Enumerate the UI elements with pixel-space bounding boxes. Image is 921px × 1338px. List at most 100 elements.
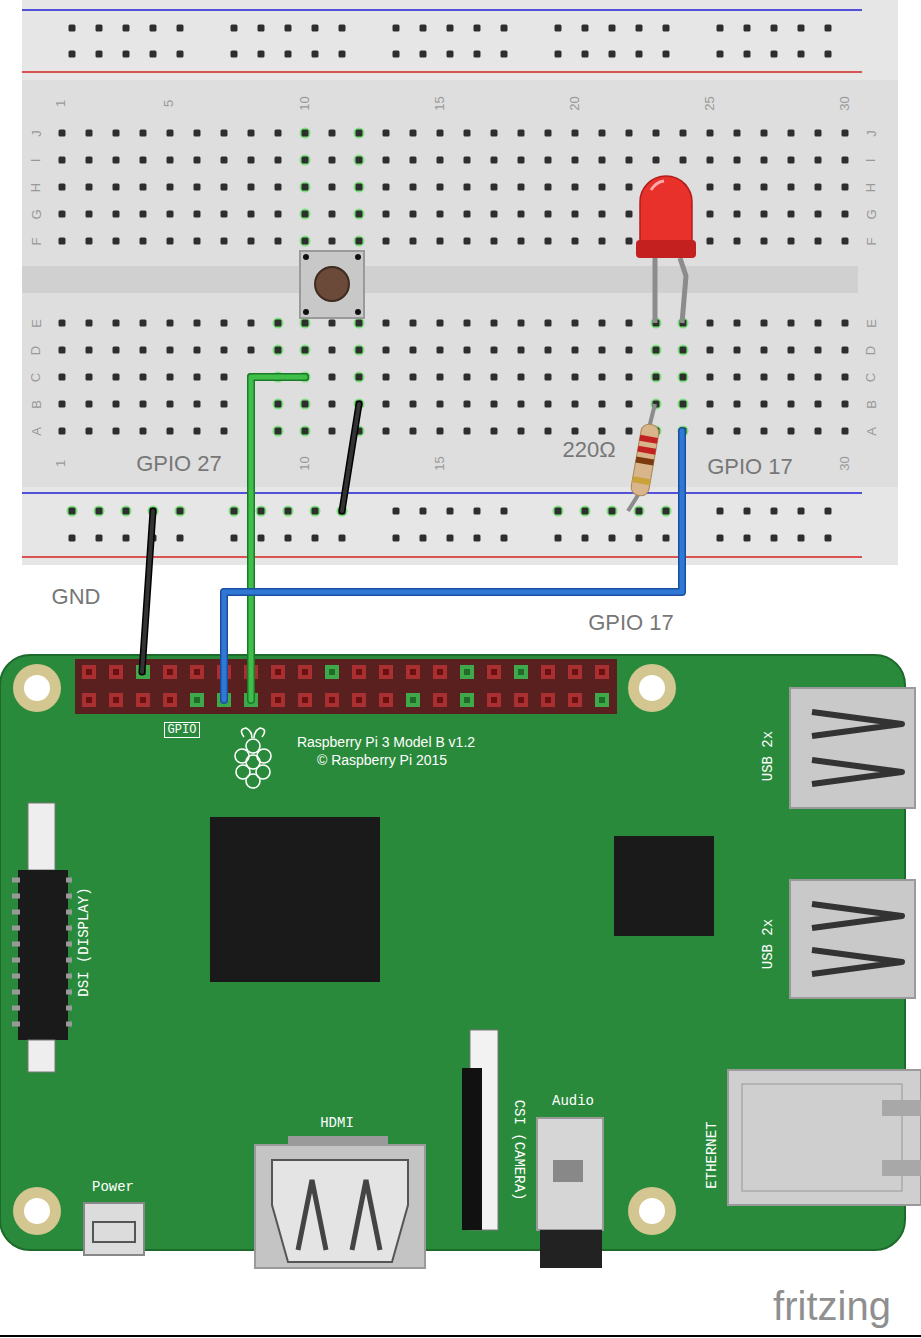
hole <box>177 51 184 58</box>
hole <box>59 184 66 191</box>
hole-highlight <box>607 506 618 517</box>
hole <box>140 157 147 164</box>
breadboard-hole <box>744 51 751 58</box>
breadboard-hole <box>113 184 120 191</box>
breadboard-hole <box>221 320 228 327</box>
breadboard-hole <box>300 399 311 410</box>
hole <box>815 130 822 137</box>
hole <box>518 428 525 435</box>
wire-outline <box>224 431 682 700</box>
breadboard-hole <box>734 428 741 435</box>
port-label: Audio <box>552 1093 594 1109</box>
breadboard-hole <box>383 157 390 164</box>
resistor-band <box>637 446 656 455</box>
breadboard-hole <box>651 372 662 383</box>
hole <box>275 130 282 137</box>
hole <box>788 320 795 327</box>
hole <box>312 535 319 542</box>
breadboard-hole <box>572 320 579 327</box>
breadboard-hole <box>113 157 120 164</box>
row-letter: F <box>30 237 45 245</box>
hole <box>572 401 579 408</box>
hole <box>582 535 589 542</box>
hole <box>86 157 93 164</box>
breadboard-hole <box>491 184 498 191</box>
hole <box>842 238 849 245</box>
breadboard-hole <box>707 320 714 327</box>
breadboard-hole <box>582 51 589 58</box>
breadboard-hole <box>572 374 579 381</box>
hole <box>447 25 454 32</box>
header-pin <box>82 693 96 707</box>
hole <box>410 347 417 354</box>
breadboard-hole <box>59 184 66 191</box>
pin-pad <box>595 693 609 707</box>
header-label: GPIO <box>164 722 201 738</box>
breadboard-hole <box>354 182 365 193</box>
pin-center <box>302 697 308 703</box>
breadboard-hole <box>194 320 201 327</box>
hole <box>599 320 606 327</box>
hole <box>842 320 849 327</box>
hole <box>707 211 714 218</box>
hole <box>815 347 822 354</box>
hole <box>663 508 670 515</box>
hole-highlight <box>553 506 564 517</box>
hole <box>302 184 309 191</box>
hole <box>248 184 255 191</box>
port-label: USB 2x <box>760 919 776 969</box>
hole <box>815 238 822 245</box>
hole <box>663 25 670 32</box>
breadboard-hole <box>410 374 417 381</box>
hole <box>150 25 157 32</box>
hole-highlight <box>300 236 311 247</box>
breadboard-hole <box>383 428 390 435</box>
column-number: 1 <box>55 99 70 106</box>
breadboard-hole <box>273 426 284 437</box>
hole <box>69 508 76 515</box>
hole-highlight <box>273 426 284 437</box>
hole <box>123 25 130 32</box>
hole <box>383 320 390 327</box>
power-housing <box>84 1203 144 1255</box>
mounting-hole <box>13 664 61 712</box>
hole <box>599 347 606 354</box>
hole <box>545 428 552 435</box>
breadboard-hole <box>229 506 240 517</box>
rail-line-blue <box>22 492 862 494</box>
hole <box>167 428 174 435</box>
breadboard-hole <box>221 374 228 381</box>
led-highlight <box>651 181 664 190</box>
breadboard-hole <box>113 130 120 137</box>
row-letter: B <box>865 400 880 409</box>
breadboard-hole <box>761 157 768 164</box>
breadboard-hole <box>167 347 174 354</box>
pin-pad <box>109 665 123 679</box>
hole <box>626 320 633 327</box>
column-number: 20 <box>568 96 583 110</box>
hole <box>167 157 174 164</box>
hole <box>761 211 768 218</box>
breadboard-hole <box>194 238 201 245</box>
hole <box>788 130 795 137</box>
hole <box>140 428 147 435</box>
audio-barrel <box>540 1230 602 1268</box>
breadboard-hole <box>707 211 714 218</box>
column-number: 15 <box>433 456 448 470</box>
pin-pad <box>271 665 285 679</box>
dsi-latch <box>28 803 55 870</box>
hole <box>771 25 778 32</box>
pin-pad <box>487 665 501 679</box>
hole <box>329 347 336 354</box>
pin-center <box>329 669 335 675</box>
hole <box>798 25 805 32</box>
hole <box>572 157 579 164</box>
pin-center <box>302 669 308 675</box>
breadboard-hole <box>678 399 689 410</box>
pin-pad <box>352 693 366 707</box>
breadboard-hole <box>464 401 471 408</box>
header-pin <box>568 665 582 679</box>
breadboard-hole <box>717 25 724 32</box>
hole <box>501 51 508 58</box>
breadboard-hole <box>815 238 822 245</box>
